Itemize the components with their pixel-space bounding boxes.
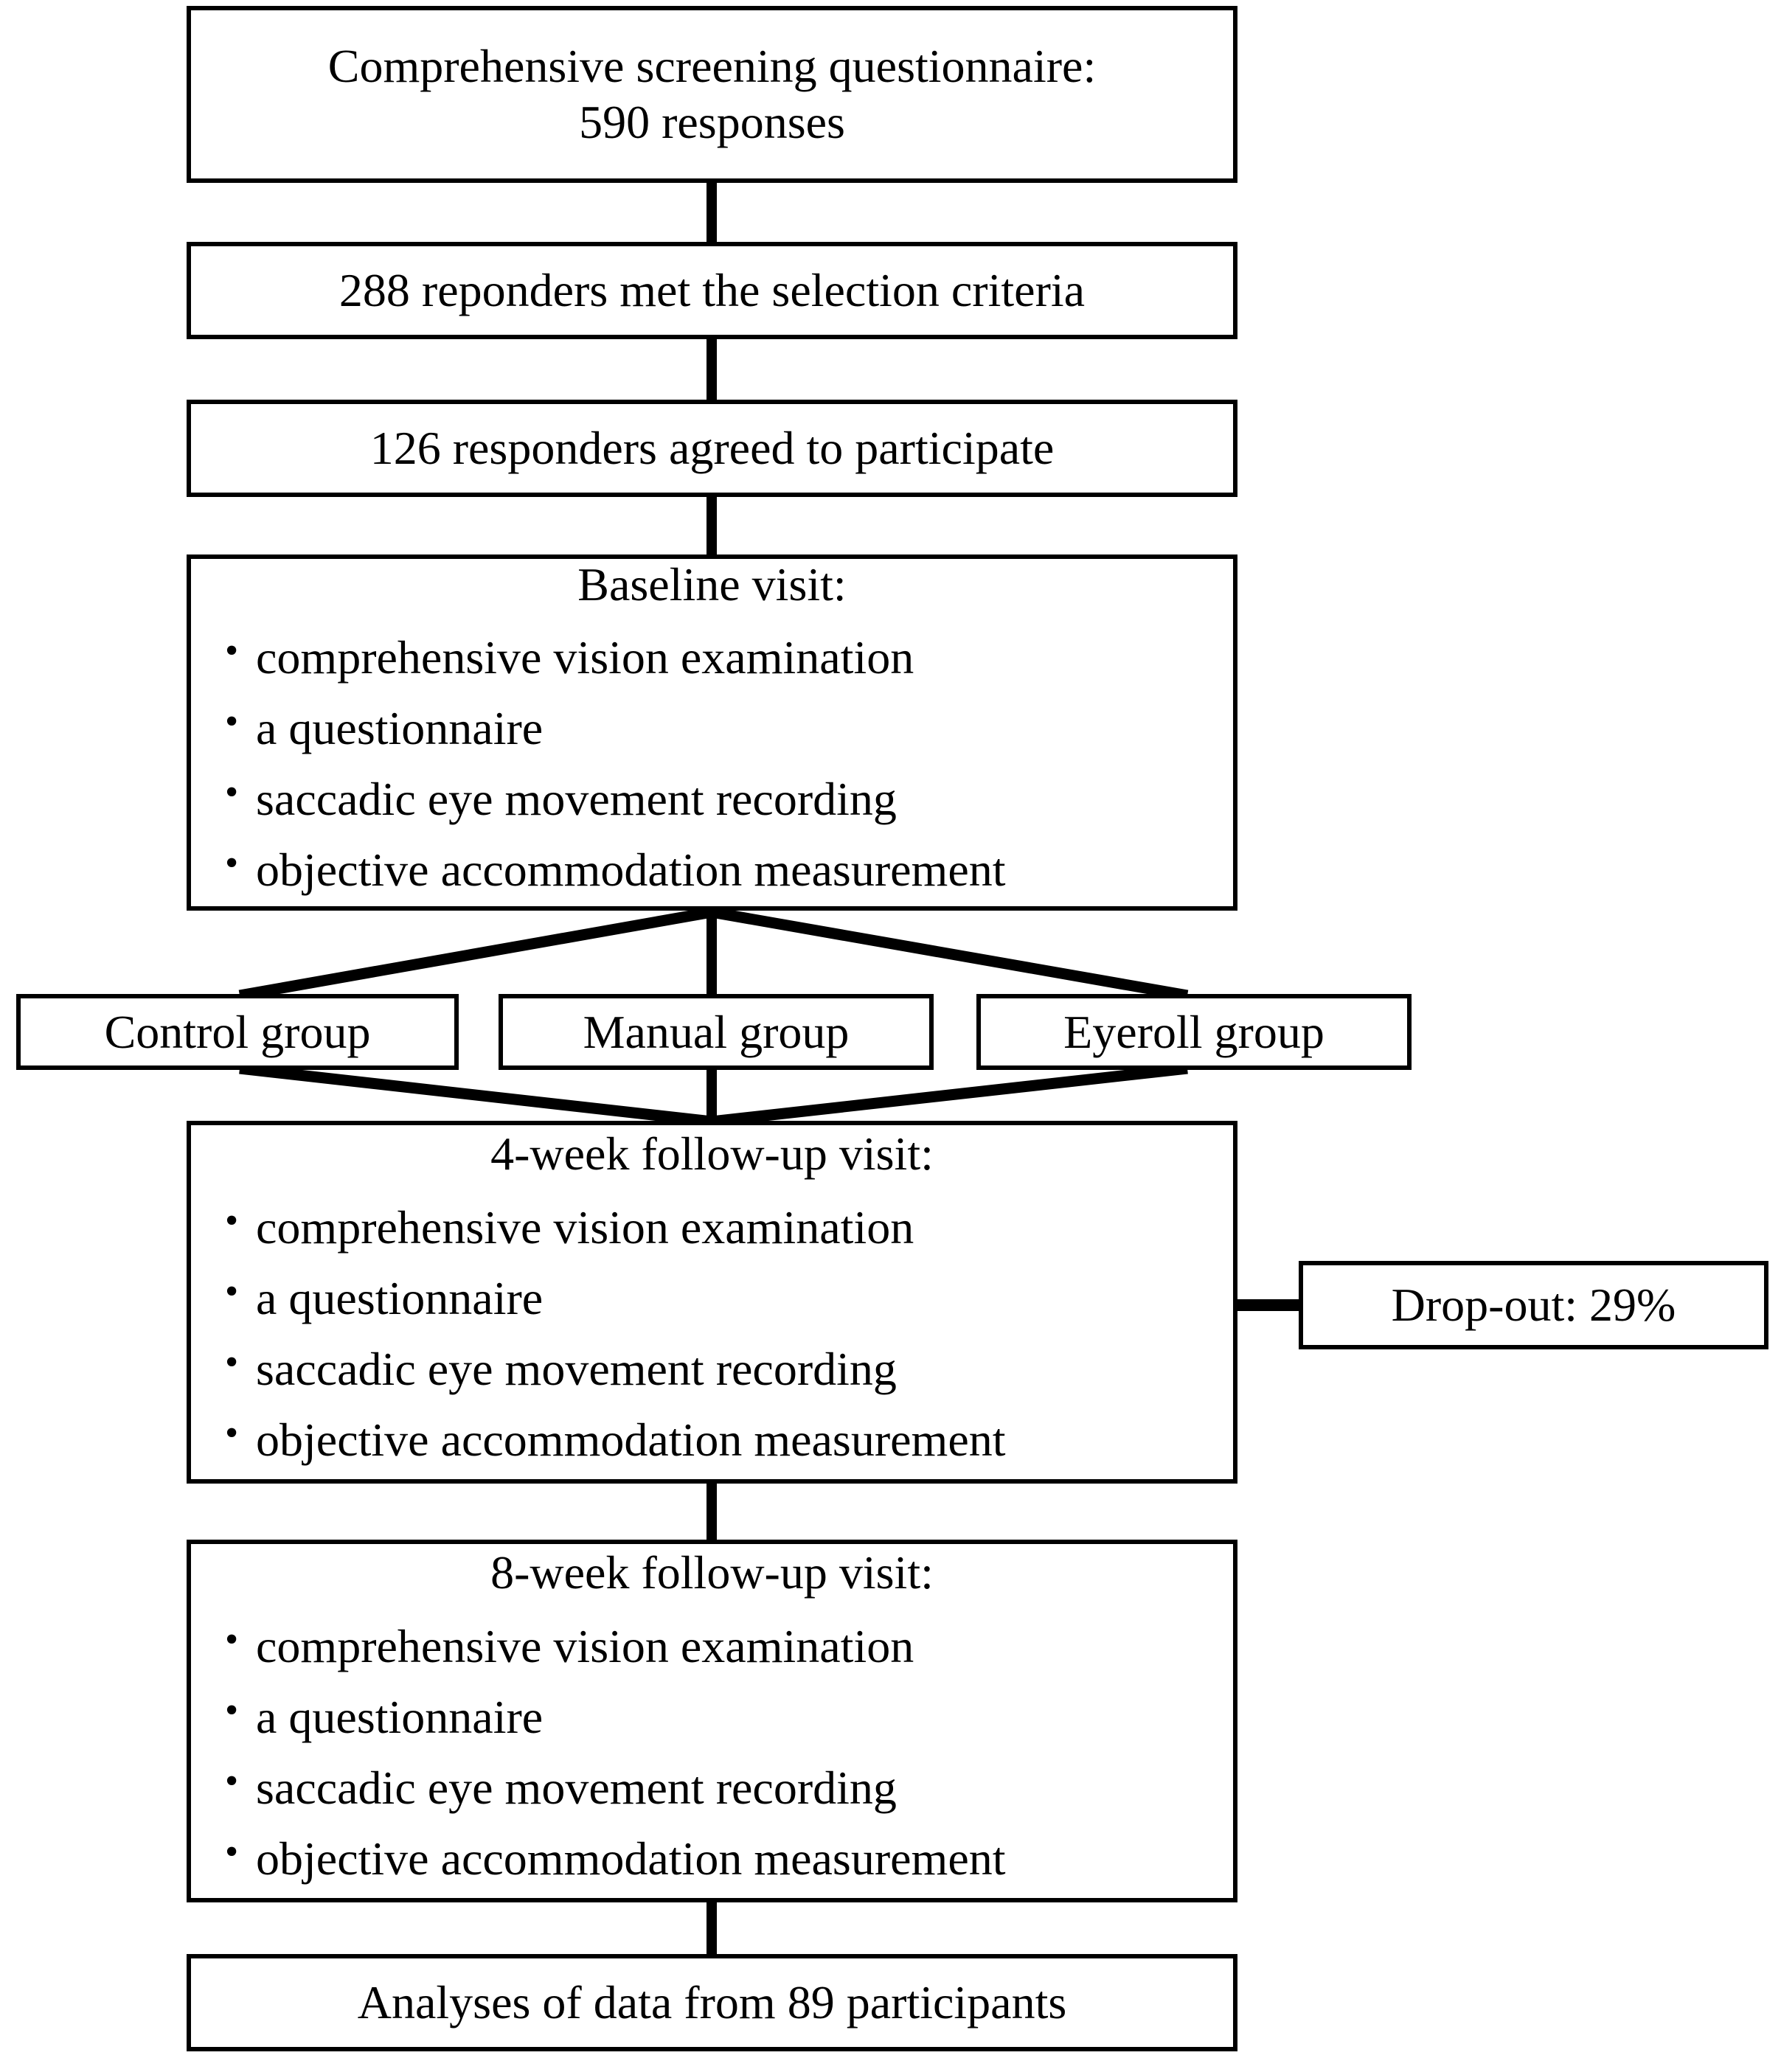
list-item: comprehensive vision examination <box>225 1611 1233 1682</box>
list-item: saccadic eye movement recording <box>225 1753 1233 1824</box>
node-agreed-to-participate: 126 responders agreed to participate <box>187 400 1237 497</box>
connector-control-to-week4 <box>239 1063 712 1127</box>
list-item: comprehensive vision examination <box>225 622 1233 693</box>
node-analyses: Analyses of data from 89 participants <box>187 1954 1237 2051</box>
list-item: objective accommodation measurement <box>225 1405 1233 1475</box>
connector-baseline-to-eyeroll <box>710 906 1189 1001</box>
node-dropout: Drop-out: 29% <box>1299 1261 1768 1349</box>
agreed-text: 126 responders agreed to participate <box>369 422 1055 475</box>
list-item: saccadic eye movement recording <box>225 764 1233 835</box>
week8-item-list: comprehensive vision examination a quest… <box>191 1611 1233 1894</box>
baseline-item-list: comprehensive vision examination a quest… <box>191 622 1233 905</box>
week8-title: 8-week follow-up visit: <box>490 1546 934 1599</box>
analyses-text: Analyses of data from 89 participants <box>357 1976 1067 2029</box>
node-selection-criteria: 288 reponders met the selection criteria <box>187 242 1237 339</box>
list-item: comprehensive vision examination <box>225 1192 1233 1263</box>
node-week4-followup-visit: 4-week follow-up visit: comprehensive vi… <box>187 1121 1237 1484</box>
screening-text: Comprehensive screening questionnaire: 5… <box>327 40 1097 148</box>
list-item: saccadic eye movement recording <box>225 1334 1233 1405</box>
week4-title: 4-week follow-up visit: <box>490 1127 934 1181</box>
connector-baseline-to-control <box>238 906 713 1001</box>
week4-item-list: comprehensive vision examination a quest… <box>191 1192 1233 1475</box>
node-baseline-visit: Baseline visit: comprehensive vision exa… <box>187 554 1237 911</box>
node-control-group: Control group <box>16 994 459 1070</box>
list-item: objective accommodation measurement <box>225 1824 1233 1894</box>
node-eyeroll-group: Eyeroll group <box>976 994 1412 1070</box>
node-week8-followup-visit: 8-week follow-up visit: comprehensive vi… <box>187 1540 1237 1902</box>
node-manual-group: Manual group <box>499 994 934 1070</box>
node-screening-questionnaire: Comprehensive screening questionnaire: 5… <box>187 6 1237 183</box>
dropout-text: Drop-out: 29% <box>1391 1279 1676 1332</box>
eyeroll-group-label: Eyeroll group <box>1063 1005 1325 1058</box>
baseline-title: Baseline visit: <box>577 557 847 611</box>
list-item: a questionnaire <box>225 1682 1233 1753</box>
control-group-label: Control group <box>104 1005 371 1058</box>
list-item: a questionnaire <box>225 1263 1233 1334</box>
connector-eyeroll-to-week4 <box>711 1063 1188 1127</box>
criteria-text: 288 reponders met the selection criteria <box>339 264 1086 317</box>
list-item: objective accommodation measurement <box>225 835 1233 905</box>
list-item: a questionnaire <box>225 693 1233 764</box>
manual-group-label: Manual group <box>583 1005 850 1058</box>
